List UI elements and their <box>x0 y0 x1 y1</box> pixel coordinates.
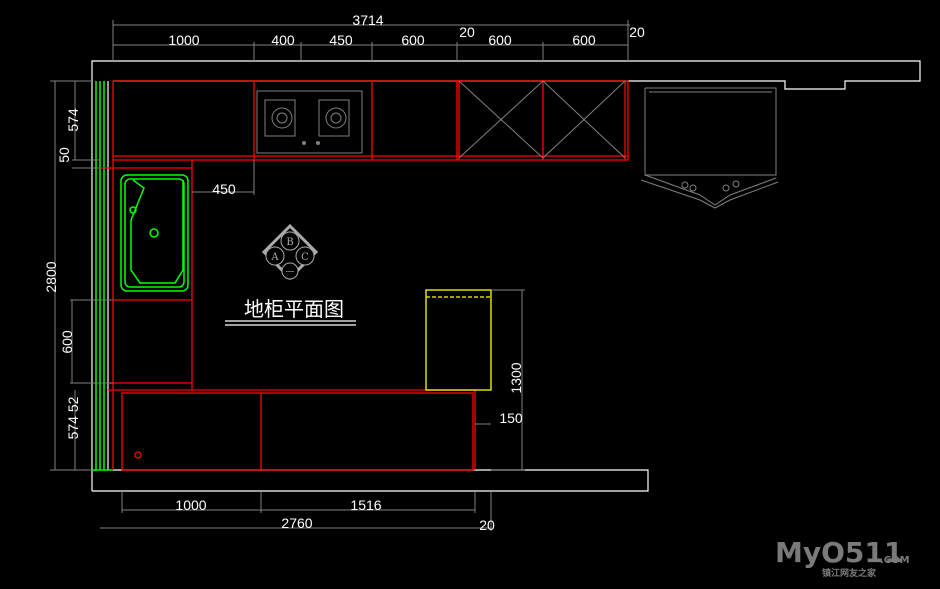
dim-left-2800: 2800 <box>43 261 59 292</box>
dim-top-3: 450 <box>329 32 353 48</box>
compass-label-c: C <box>301 252 309 263</box>
dim-top-7: 600 <box>572 32 596 48</box>
dimension-lines <box>50 20 630 531</box>
sink-icon <box>120 174 189 292</box>
dim-left-574-52: 574 52 <box>65 396 81 439</box>
compass-label-d: — <box>286 267 295 277</box>
dim-top-6: 600 <box>488 32 512 48</box>
dim-top-4: 600 <box>401 32 425 48</box>
compass-label-a: A <box>270 252 279 263</box>
view-direction-symbol-icon: B A C — <box>261 223 319 281</box>
dim-bottom-2: 1516 <box>350 497 381 513</box>
drawing-title: 地柜平面图 <box>244 297 344 321</box>
dim-left-600: 600 <box>59 330 75 354</box>
watermark-tagline: 镇江网友之家 <box>822 567 877 579</box>
dim-top-5: 20 <box>459 24 475 40</box>
range-appliance-icon <box>640 87 779 209</box>
dim-top-total: 3714 <box>352 12 383 28</box>
dim-bottom-1: 1000 <box>175 497 206 513</box>
dim-right-height: 1300 <box>508 362 524 393</box>
dim-bottom-gap: 20 <box>479 517 495 533</box>
wall-layers <box>92 81 113 471</box>
walls <box>91 60 921 492</box>
gas-hob-icon <box>256 90 363 154</box>
fridge-outline <box>425 289 492 391</box>
dim-sink-offset: 450 <box>212 181 236 197</box>
dim-bottom-total: 2760 <box>281 515 312 531</box>
dim-left-50: 50 <box>56 147 72 163</box>
compass-label-b: B <box>286 237 293 248</box>
watermark-logo: MyO511 .COM 镇江网友之家 <box>775 536 910 579</box>
dim-left-574: 574 <box>65 108 81 132</box>
dim-top-8: 20 <box>629 24 645 40</box>
upper-run-cabinets <box>112 80 629 161</box>
dim-top-1: 1000 <box>168 32 199 48</box>
watermark-brand: MyO511 <box>775 536 903 569</box>
dim-right-offset: 150 <box>499 410 523 426</box>
dim-top-2: 400 <box>271 32 295 48</box>
watermark-domain: .COM <box>880 555 910 566</box>
left-run-cabinets <box>100 160 476 471</box>
